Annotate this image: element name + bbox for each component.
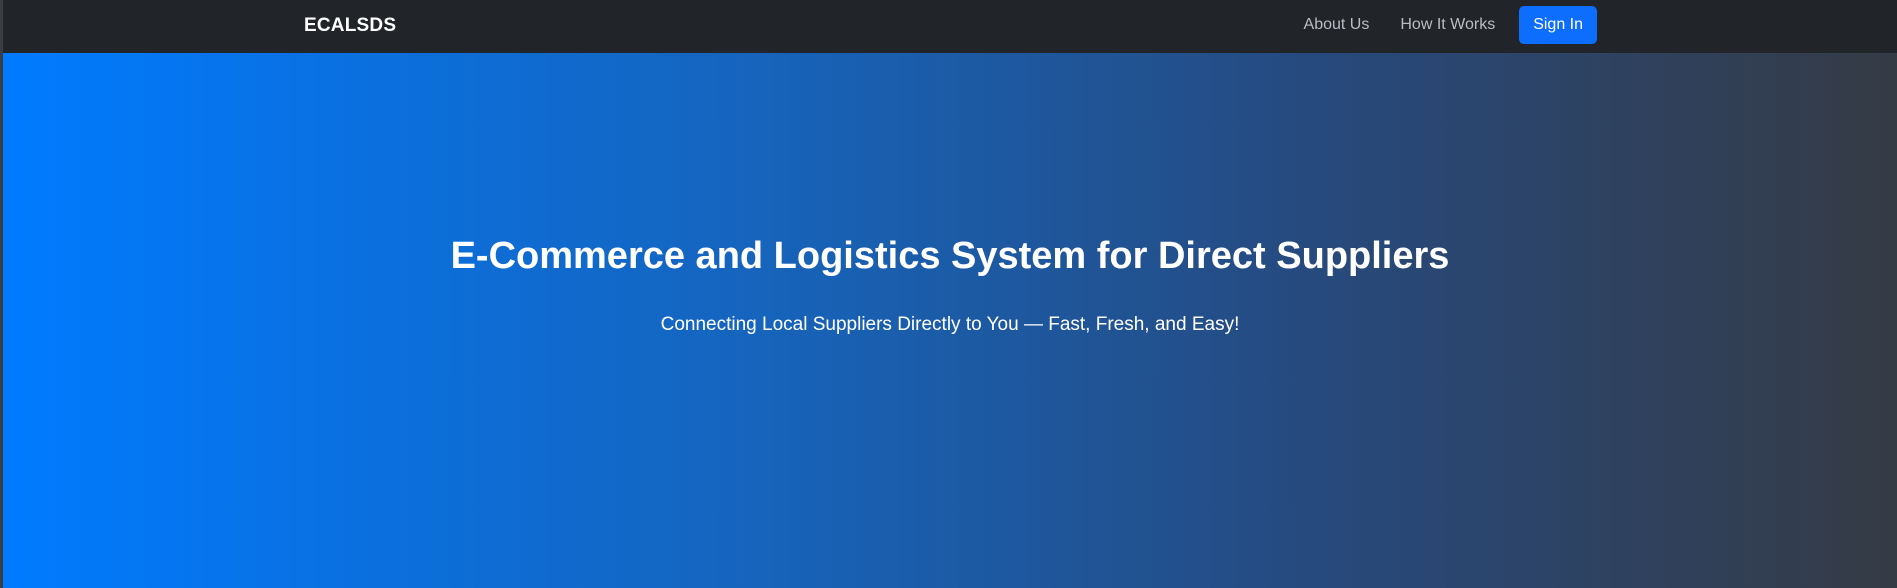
hero-title: E-Commerce and Logistics System for Dire… <box>450 235 1450 277</box>
nav-link-about-us[interactable]: About Us <box>1303 16 1370 33</box>
nav-links: About Us How It Works Sign In <box>1304 6 1597 44</box>
brand-logo-link[interactable]: ECALSDS <box>304 15 397 36</box>
nav-link-how-it-works[interactable]: How It Works <box>1400 16 1496 33</box>
navbar-container: ECALSDS About Us How It Works Sign In <box>303 0 1597 53</box>
sign-in-button[interactable]: Sign In <box>1519 6 1597 44</box>
hero-subtitle: Connecting Local Suppliers Directly to Y… <box>660 314 1240 335</box>
hero-section: E-Commerce and Logistics System for Dire… <box>3 53 1897 588</box>
top-navbar: ECALSDS About Us How It Works Sign In <box>3 0 1897 53</box>
